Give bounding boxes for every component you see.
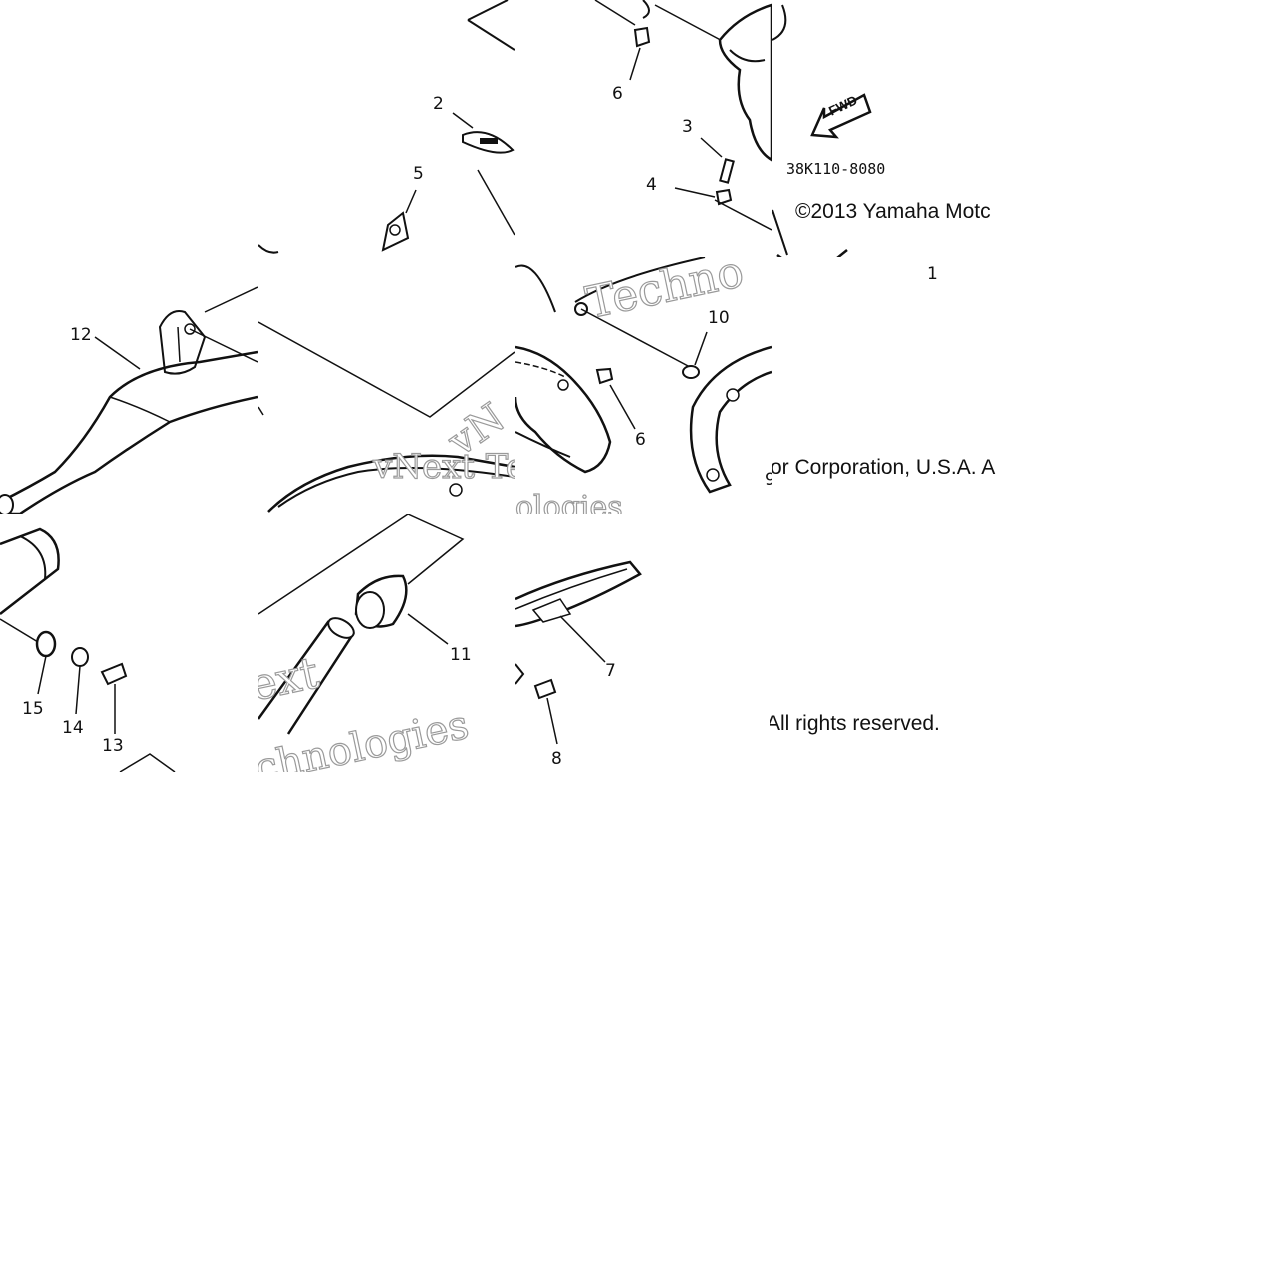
- diagram-tile-cover: 6 3 4: [515, 0, 772, 257]
- diagram-tile-insert: 11 ext chnologies: [258, 514, 515, 772]
- callout-3: 3: [682, 117, 693, 137]
- callout-4: 4: [646, 175, 657, 195]
- diagram-tile-shield: 6 10 9 Techno ologies: [515, 257, 772, 514]
- diagram-tile-center: vNext Tec vN: [258, 257, 515, 514]
- callout-1: 1: [927, 264, 938, 284]
- diagram-tile-gasket: 2 5: [258, 0, 515, 257]
- callout-6-top: 6: [612, 84, 623, 104]
- cover-drawing: [594, 0, 772, 231]
- diagram-tile-guard: 7 8: [515, 514, 772, 772]
- gasket-drawing: [258, 0, 515, 254]
- tailpipe-drawing: [258, 514, 465, 735]
- callout-12: 12: [70, 325, 92, 345]
- diagram-tile-code: FWD 38K110-8080 ©2013 Yamaha Motc: [772, 0, 1029, 257]
- callout-14: 14: [62, 718, 84, 738]
- copyright-tile-3: All rights reserved.: [770, 708, 1027, 738]
- diagram-tile-muffler: 15 14 13: [0, 514, 258, 772]
- callout-8: 8: [551, 749, 562, 769]
- copyright-line-3: All rights reserved.: [770, 712, 940, 735]
- callout-6-mid: 6: [635, 430, 646, 450]
- callout-10: 10: [708, 308, 730, 328]
- callout-15: 15: [22, 699, 44, 719]
- callout-9: 9: [765, 470, 772, 490]
- center-drawing: [258, 321, 515, 513]
- part-code: 38K110-8080: [786, 160, 886, 178]
- callout-11: 11: [450, 645, 472, 665]
- diagram-tile-pipe: 12: [0, 257, 258, 514]
- copyright-tile-2: or Corporation, U.S.A. A: [772, 452, 1029, 482]
- callout-5: 5: [413, 164, 424, 184]
- copyright-line-1: ©2013 Yamaha Motc: [795, 200, 991, 223]
- muffler-drawing: [0, 527, 176, 772]
- callout-7: 7: [605, 661, 616, 681]
- exhaust-pipe-drawing: [0, 286, 258, 514]
- fwd-arrow-icon: [772, 4, 872, 257]
- watermark-ologies: ologies: [515, 489, 623, 514]
- watermark-vnext: vNext Tec: [372, 446, 515, 487]
- callout-2: 2: [433, 94, 444, 114]
- callout-13: 13: [102, 736, 124, 756]
- guard-drawing: [515, 560, 642, 745]
- copyright-line-2: or Corporation, U.S.A. A: [772, 456, 996, 479]
- heat-shield-drawing: [515, 257, 772, 494]
